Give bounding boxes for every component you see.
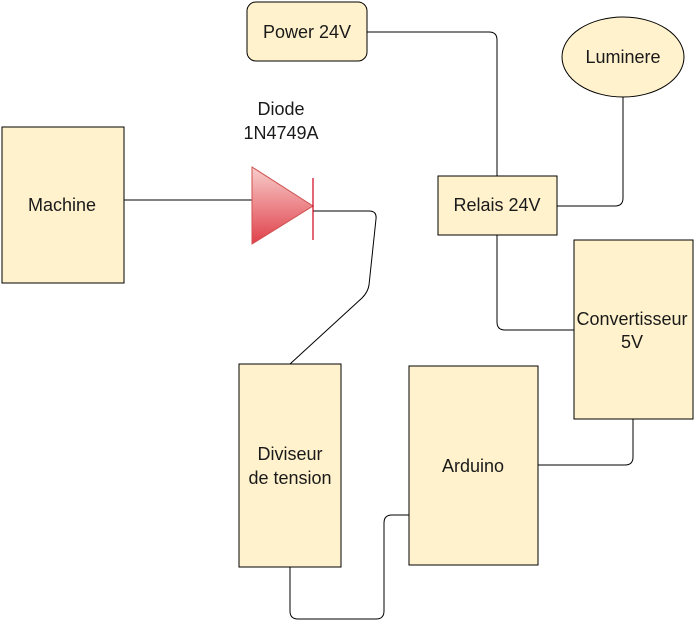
diode-label: Diode — [257, 99, 304, 119]
edge-diode-diviseur — [289, 210, 377, 365]
node-diviseur[interactable]: Diviseur de tension — [238, 363, 342, 568]
edge-convertisseur-arduino — [538, 419, 634, 466]
node-diviseur-label-line2: de tension — [248, 468, 331, 488]
edge-diviseur-arduino — [289, 514, 409, 620]
node-diviseur-label: Diviseur — [257, 444, 322, 464]
edge-power-relais — [367, 31, 498, 176]
node-machine-label: Machine — [28, 195, 96, 215]
node-arduino[interactable]: Arduino — [408, 365, 539, 566]
node-machine-box — [1, 126, 125, 284]
node-relais-box — [437, 175, 558, 236]
node-power[interactable]: Power 24V — [246, 1, 368, 62]
edge-relais-convertisseur — [496, 235, 574, 331]
node-luminere-shape — [561, 16, 685, 98]
diode[interactable] — [251, 166, 314, 245]
node-convertisseur-box — [573, 239, 694, 420]
node-arduino-label: Arduino — [442, 456, 504, 476]
node-machine[interactable]: Machine — [1, 126, 125, 284]
connectors — [124, 31, 634, 620]
node-convertisseur-label: Convertisseur — [576, 309, 687, 329]
diode-label-line2: 1N4749A — [243, 123, 318, 143]
node-arduino-box — [408, 365, 539, 566]
node-diviseur-box — [238, 363, 342, 568]
node-relais[interactable]: Relais 24V — [437, 175, 558, 236]
node-convertisseur-label-line2: 5V — [621, 332, 643, 352]
edge-relais-luminere — [557, 97, 624, 207]
node-convertisseur[interactable]: Convertisseur 5V — [573, 239, 694, 420]
node-power-box — [246, 1, 368, 62]
node-power-label: Power 24V — [263, 22, 351, 42]
node-luminere[interactable]: Luminere — [561, 16, 685, 98]
diode-icon — [251, 166, 314, 245]
node-luminere-label: Luminere — [585, 47, 660, 67]
node-relais-label: Relais 24V — [453, 195, 540, 215]
